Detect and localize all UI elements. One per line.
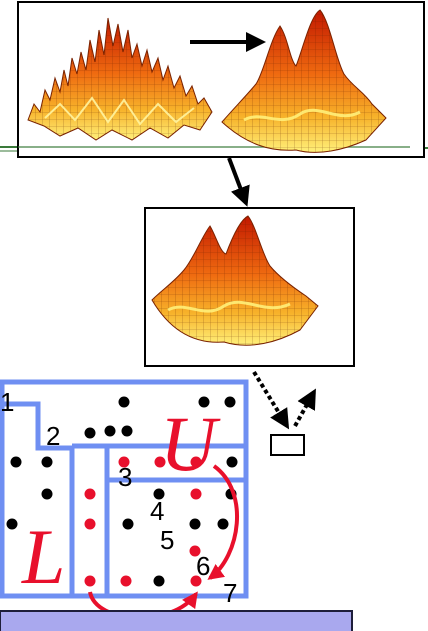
- result-3d-surface-icon: [151, 215, 319, 346]
- label-6: 6: [196, 551, 210, 581]
- label-5: 5: [160, 525, 174, 555]
- block-grid: [0, 379, 249, 599]
- smooth-3d-surface-icon: [221, 9, 387, 153]
- label-1: 1: [0, 387, 14, 417]
- label-2: 2: [46, 421, 60, 451]
- process-box-icon: [270, 434, 305, 456]
- upper-curve-arrow: [207, 464, 240, 580]
- footer-bar: [0, 610, 353, 631]
- region-label-upper: U: [160, 400, 221, 487]
- red-dots: [84, 456, 202, 587]
- result-panel: [144, 207, 355, 367]
- top-panel: [17, 1, 425, 158]
- dotted-arrows: [252, 370, 316, 430]
- down-arrow: [227, 157, 250, 207]
- label-4: 4: [150, 496, 164, 526]
- label-3: 3: [118, 462, 132, 492]
- region-label-lower: L: [21, 513, 65, 600]
- noisy-3d-surface-icon: [27, 17, 213, 141]
- label-7: 7: [223, 578, 237, 608]
